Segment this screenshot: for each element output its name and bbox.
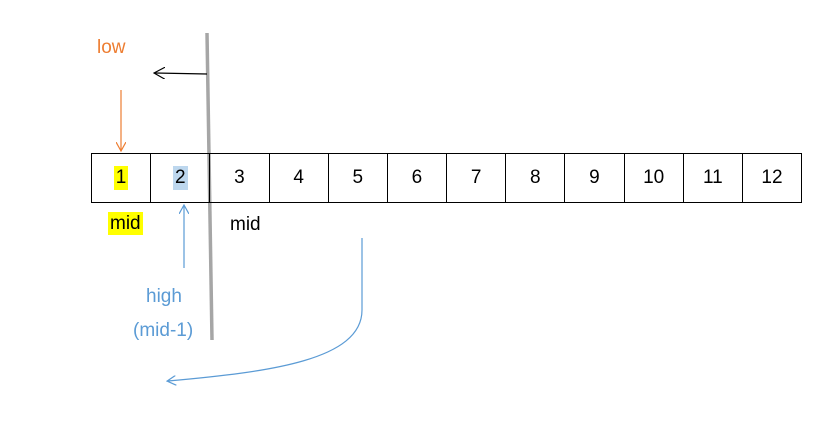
array-cell-2: 2	[150, 154, 209, 202]
array-cell-10: 10	[623, 154, 683, 202]
array-cell-value: 7	[470, 167, 482, 188]
array-cell-value: 12	[761, 167, 783, 188]
mid-update-curve-arrow	[168, 238, 363, 381]
array-cell-value: 11	[702, 167, 723, 188]
array-cell-value: 9	[589, 167, 600, 188]
array-cell-value: 5	[352, 167, 364, 188]
array-cell-7: 7	[446, 154, 505, 202]
low-label: low	[97, 37, 126, 58]
array-cell-value: 3	[234, 167, 245, 188]
array-cell-value: 4	[293, 167, 304, 188]
array-cell-value: 8	[530, 167, 541, 188]
array-cell-5: 5	[327, 154, 387, 202]
mid-new-label: mid	[108, 212, 143, 235]
array-cell-6: 6	[386, 154, 446, 202]
array-cell-value: 6	[411, 167, 423, 188]
array-cell-value: 1	[113, 166, 129, 190]
array-cell-1: 1	[92, 154, 150, 202]
mid-new-text: mid	[108, 212, 143, 235]
array-cell-12: 12	[741, 154, 801, 202]
array-cell-3: 3	[209, 154, 268, 202]
high-label: high	[146, 286, 182, 307]
array-cell-value: 10	[643, 167, 665, 188]
array-cell-9: 9	[564, 154, 623, 202]
mid-old-label: mid	[230, 214, 261, 235]
array-cell-4: 4	[268, 154, 328, 202]
array-cell-8: 8	[505, 154, 564, 202]
high-formula-label: (mid-1)	[133, 320, 194, 341]
array-cell-value: 2	[172, 166, 188, 190]
discard-right-arrow	[155, 73, 208, 74]
array-cell-11: 11	[682, 154, 742, 202]
